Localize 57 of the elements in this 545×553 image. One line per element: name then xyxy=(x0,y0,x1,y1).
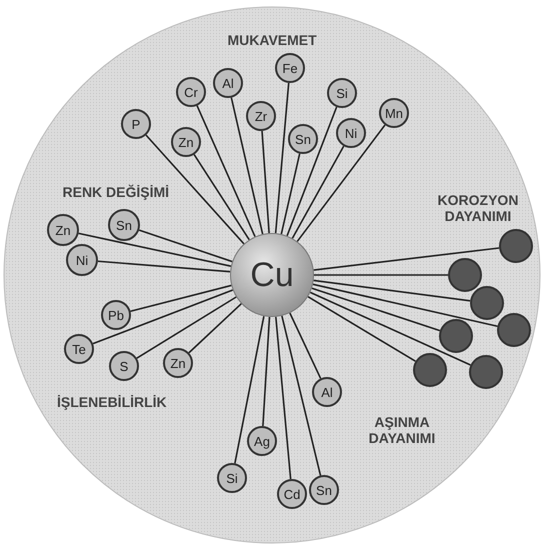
connector-line xyxy=(312,284,498,328)
connector-line xyxy=(145,134,244,244)
element-symbol: Ni xyxy=(76,252,88,268)
element-symbol: Zn xyxy=(170,356,186,370)
connector-line xyxy=(130,284,232,312)
category-label: RENK DEĞİŞİMİ xyxy=(62,184,170,200)
element-symbol: Zn xyxy=(178,134,194,150)
element-symbol: Sn xyxy=(295,132,311,146)
connector-line xyxy=(261,130,270,234)
element-symbol: Sn xyxy=(116,218,132,232)
element-symbol: Ag xyxy=(254,434,270,448)
connector-line xyxy=(312,287,440,332)
category-label: MUKAVEMET xyxy=(228,32,317,48)
element-symbol: Ni xyxy=(344,126,358,140)
connector-line xyxy=(275,316,292,480)
element-symbol: P xyxy=(132,116,140,132)
connector-line xyxy=(281,316,322,476)
connector-line xyxy=(280,153,300,234)
element-symbol: Zr xyxy=(254,108,268,124)
category-label: AŞINMA DAYANIMI xyxy=(368,414,436,446)
element-symbol: Fe xyxy=(282,60,298,76)
connector-line xyxy=(196,105,256,237)
connector-line xyxy=(314,247,500,271)
element-symbol: Te xyxy=(72,342,86,356)
connector-line xyxy=(274,82,290,234)
connector-line xyxy=(136,296,237,359)
connector-line xyxy=(310,292,471,366)
connector-line xyxy=(98,260,230,272)
element-symbol: Mn xyxy=(384,106,404,120)
element-symbol: Cr xyxy=(184,84,198,100)
element-symbol: Pb xyxy=(108,308,124,322)
element-symbol: Cu xyxy=(250,256,294,294)
connector-line xyxy=(286,106,338,236)
connector-line xyxy=(314,274,448,276)
connector-line xyxy=(138,229,232,262)
connector-line xyxy=(230,97,264,234)
element-symbol: Cd xyxy=(284,486,300,502)
element-symbol: Sn xyxy=(316,482,332,498)
category-label: İŞLENEBİLİRLİK xyxy=(57,394,167,410)
connector-line xyxy=(188,303,242,354)
connector-line xyxy=(289,312,322,379)
category-label: KOROZYON DAYANIMI xyxy=(436,192,520,224)
element-symbol: Al xyxy=(321,384,333,400)
connector-line xyxy=(292,146,344,239)
connector-line xyxy=(234,316,265,464)
connector-line xyxy=(92,289,234,344)
connector-line xyxy=(314,280,470,302)
element-symbol: Al xyxy=(222,76,234,90)
connector-line xyxy=(296,124,386,242)
connector-line xyxy=(262,316,270,426)
connector-line xyxy=(78,232,232,267)
element-symbol: S xyxy=(120,358,128,374)
connector-line xyxy=(308,296,416,362)
element-symbol: Zn xyxy=(55,222,71,238)
element-symbol: Si xyxy=(336,86,348,100)
connector-line xyxy=(193,154,250,240)
element-symbol: Si xyxy=(226,470,238,486)
